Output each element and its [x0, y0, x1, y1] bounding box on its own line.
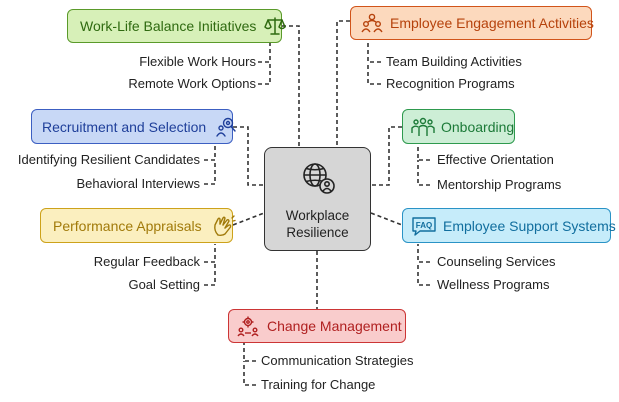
- people-search-icon: [216, 117, 236, 137]
- connector-behavioral-interviews: [204, 160, 216, 185]
- connector-mentorship: [417, 160, 430, 186]
- faq-icon: FAQ: [412, 216, 436, 236]
- child-communication: Communication Strategies: [261, 353, 414, 368]
- node-title: Onboarding: [441, 118, 515, 135]
- connector-effective-orientation: [417, 145, 430, 161]
- team-welcome-icon: [411, 117, 435, 136]
- child-team-building: Team Building Activities: [386, 54, 522, 69]
- child-counseling: Counseling Services: [437, 254, 556, 269]
- child-training: Training for Change: [261, 377, 376, 392]
- child-effective-orientation: Effective Orientation: [437, 152, 554, 167]
- node-title: Recruitment and Selection: [42, 118, 207, 135]
- connector-recruitment: [233, 126, 264, 186]
- node-onboarding: Onboarding: [402, 109, 515, 144]
- node-employee-engagement: Employee Engagement Activities: [350, 6, 594, 40]
- connector-resilient-candidates: [204, 145, 216, 161]
- child-flexible-hours: Flexible Work Hours: [139, 54, 256, 69]
- gears-people-icon: [237, 316, 259, 337]
- node-employee-support: FAQ Employee Support Systems: [402, 208, 616, 243]
- connector-recognition: [367, 62, 381, 85]
- node-performance-appraisals: Performance Appraisals: [40, 208, 236, 243]
- node-recruitment-selection: Recruitment and Selection: [31, 109, 236, 144]
- connector-flexible-hours: [258, 42, 271, 63]
- connector-remote-work: [258, 62, 271, 85]
- connector-engagement: [336, 20, 350, 147]
- connector-support: [370, 212, 403, 226]
- node-title: Work-Life Balance Initiatives: [80, 18, 257, 34]
- node-title: Employee Engagement Activities: [390, 15, 594, 31]
- child-resilient-candidates: Identifying Resilient Candidates: [17, 152, 200, 167]
- applause-hands-icon: [213, 214, 236, 236]
- child-remote-work: Remote Work Options: [128, 76, 256, 91]
- faq-icon-text: FAQ: [416, 221, 432, 230]
- connector-goal-setting: [204, 262, 216, 286]
- node-title: Change Management: [267, 318, 402, 334]
- center-title-line2: Resilience: [286, 225, 349, 240]
- node-title: Employee Support Systems: [443, 217, 616, 234]
- connector-training: [243, 361, 256, 386]
- scales-icon: [264, 17, 287, 35]
- connector-regular-feedback: [204, 244, 216, 263]
- child-wellness: Wellness Programs: [437, 277, 550, 292]
- child-regular-feedback: Regular Feedback: [93, 254, 200, 269]
- people-group-icon: [361, 13, 383, 33]
- connector-performance: [232, 212, 265, 226]
- node-title: Performance Appraisals: [53, 217, 202, 234]
- node-work-life-balance: Work-Life Balance Initiatives: [67, 9, 287, 43]
- child-behavioral-interviews: Behavioral Interviews: [76, 176, 200, 191]
- connector-team-building: [367, 38, 381, 63]
- center-node-workplace-resilience: Workplace Resilience: [264, 147, 371, 251]
- connector-work-life: [282, 25, 300, 147]
- node-change-management: Change Management: [228, 309, 406, 343]
- connector-wellness: [417, 262, 430, 286]
- child-recognition: Recognition Programs: [386, 76, 515, 91]
- connector-counseling: [417, 244, 430, 263]
- center-title-line1: Workplace: [285, 208, 350, 223]
- connector-communication: [243, 343, 256, 362]
- child-mentorship: Mentorship Programs: [437, 177, 562, 192]
- globe-person-icon: [302, 163, 335, 194]
- child-goal-setting: Goal Setting: [128, 277, 200, 292]
- connector-onboarding: [371, 126, 402, 186]
